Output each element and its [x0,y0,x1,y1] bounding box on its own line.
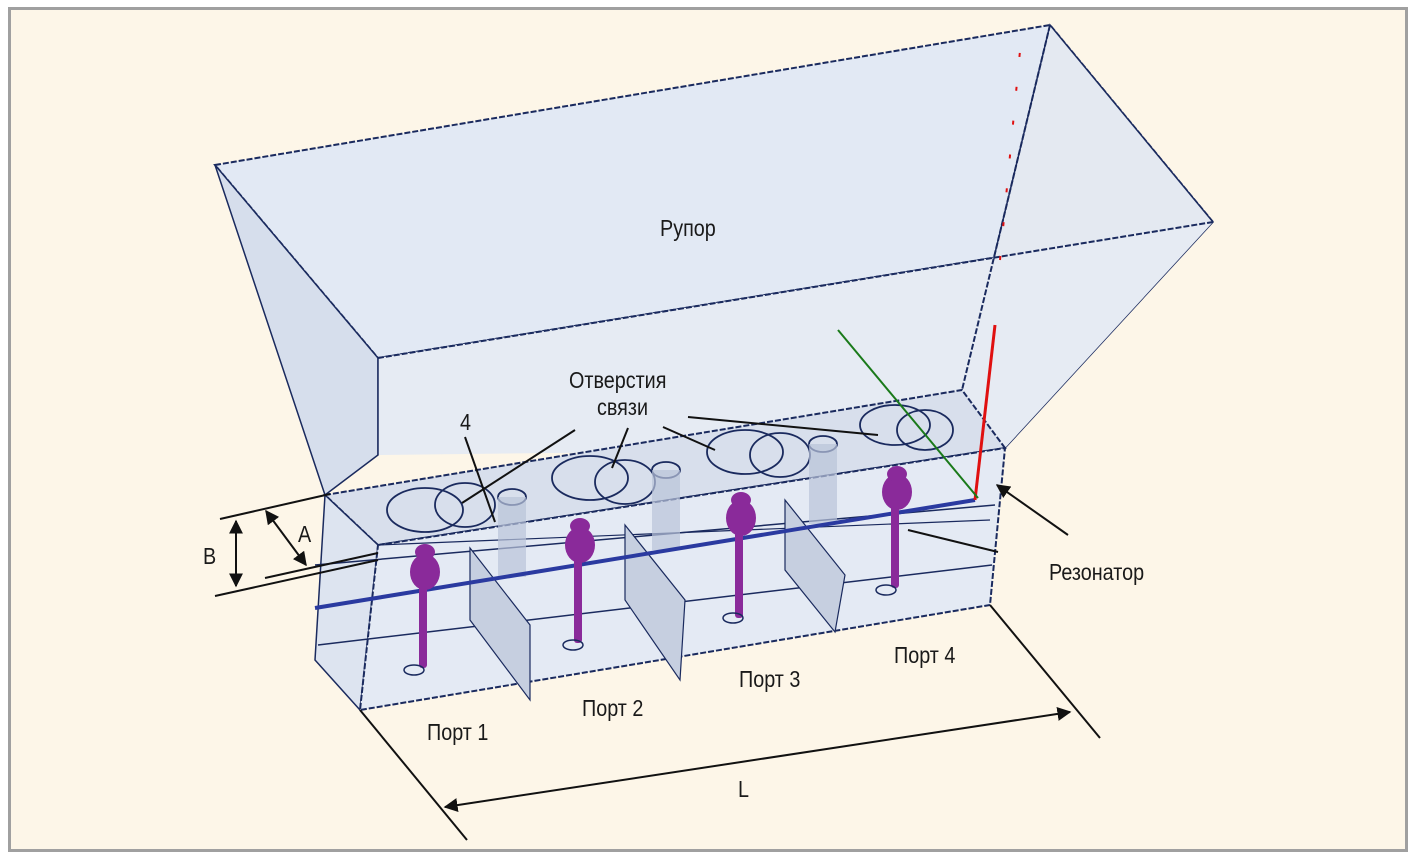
label-horn: Рупор [660,215,716,241]
probe-1 [403,544,440,676]
coupling-hole-1 [386,487,464,533]
label-dim-A: A [298,521,312,547]
label-coupling-holes-2: связи [597,394,649,420]
axis-green [837,329,979,499]
axis-red [973,324,997,501]
label-coupling-holes-1: Отверстия [569,367,667,393]
partition-3 [784,498,846,634]
label-port-2: Порт 2 [582,695,644,721]
label-dim-L: L [738,776,750,802]
probe-4 [875,466,912,596]
partition-2 [624,523,686,682]
label-port-4: Порт 4 [894,642,956,668]
annotations [214,416,1101,841]
label-dim-B: B [203,543,217,569]
dim-A-arrow [265,509,307,567]
horn-front-face [378,222,1213,455]
coupling-hole-2 [551,455,629,501]
probe-2 [562,518,595,651]
horn [213,23,1215,497]
dim-L-arrow [443,706,1072,813]
resonator-arrow [995,484,1069,536]
coupling-hole-3 [706,429,784,475]
label-item-4: 4 [460,409,472,435]
coupling-hole-4 [859,404,931,446]
resonator-box [314,388,1007,712]
label-resonator: Резонатор [1049,559,1145,585]
label-port-3: Порт 3 [739,666,801,692]
probes [403,466,912,676]
label-port-1: Порт 1 [427,719,489,745]
probe-3 [722,492,756,624]
partition-1 [469,546,531,702]
